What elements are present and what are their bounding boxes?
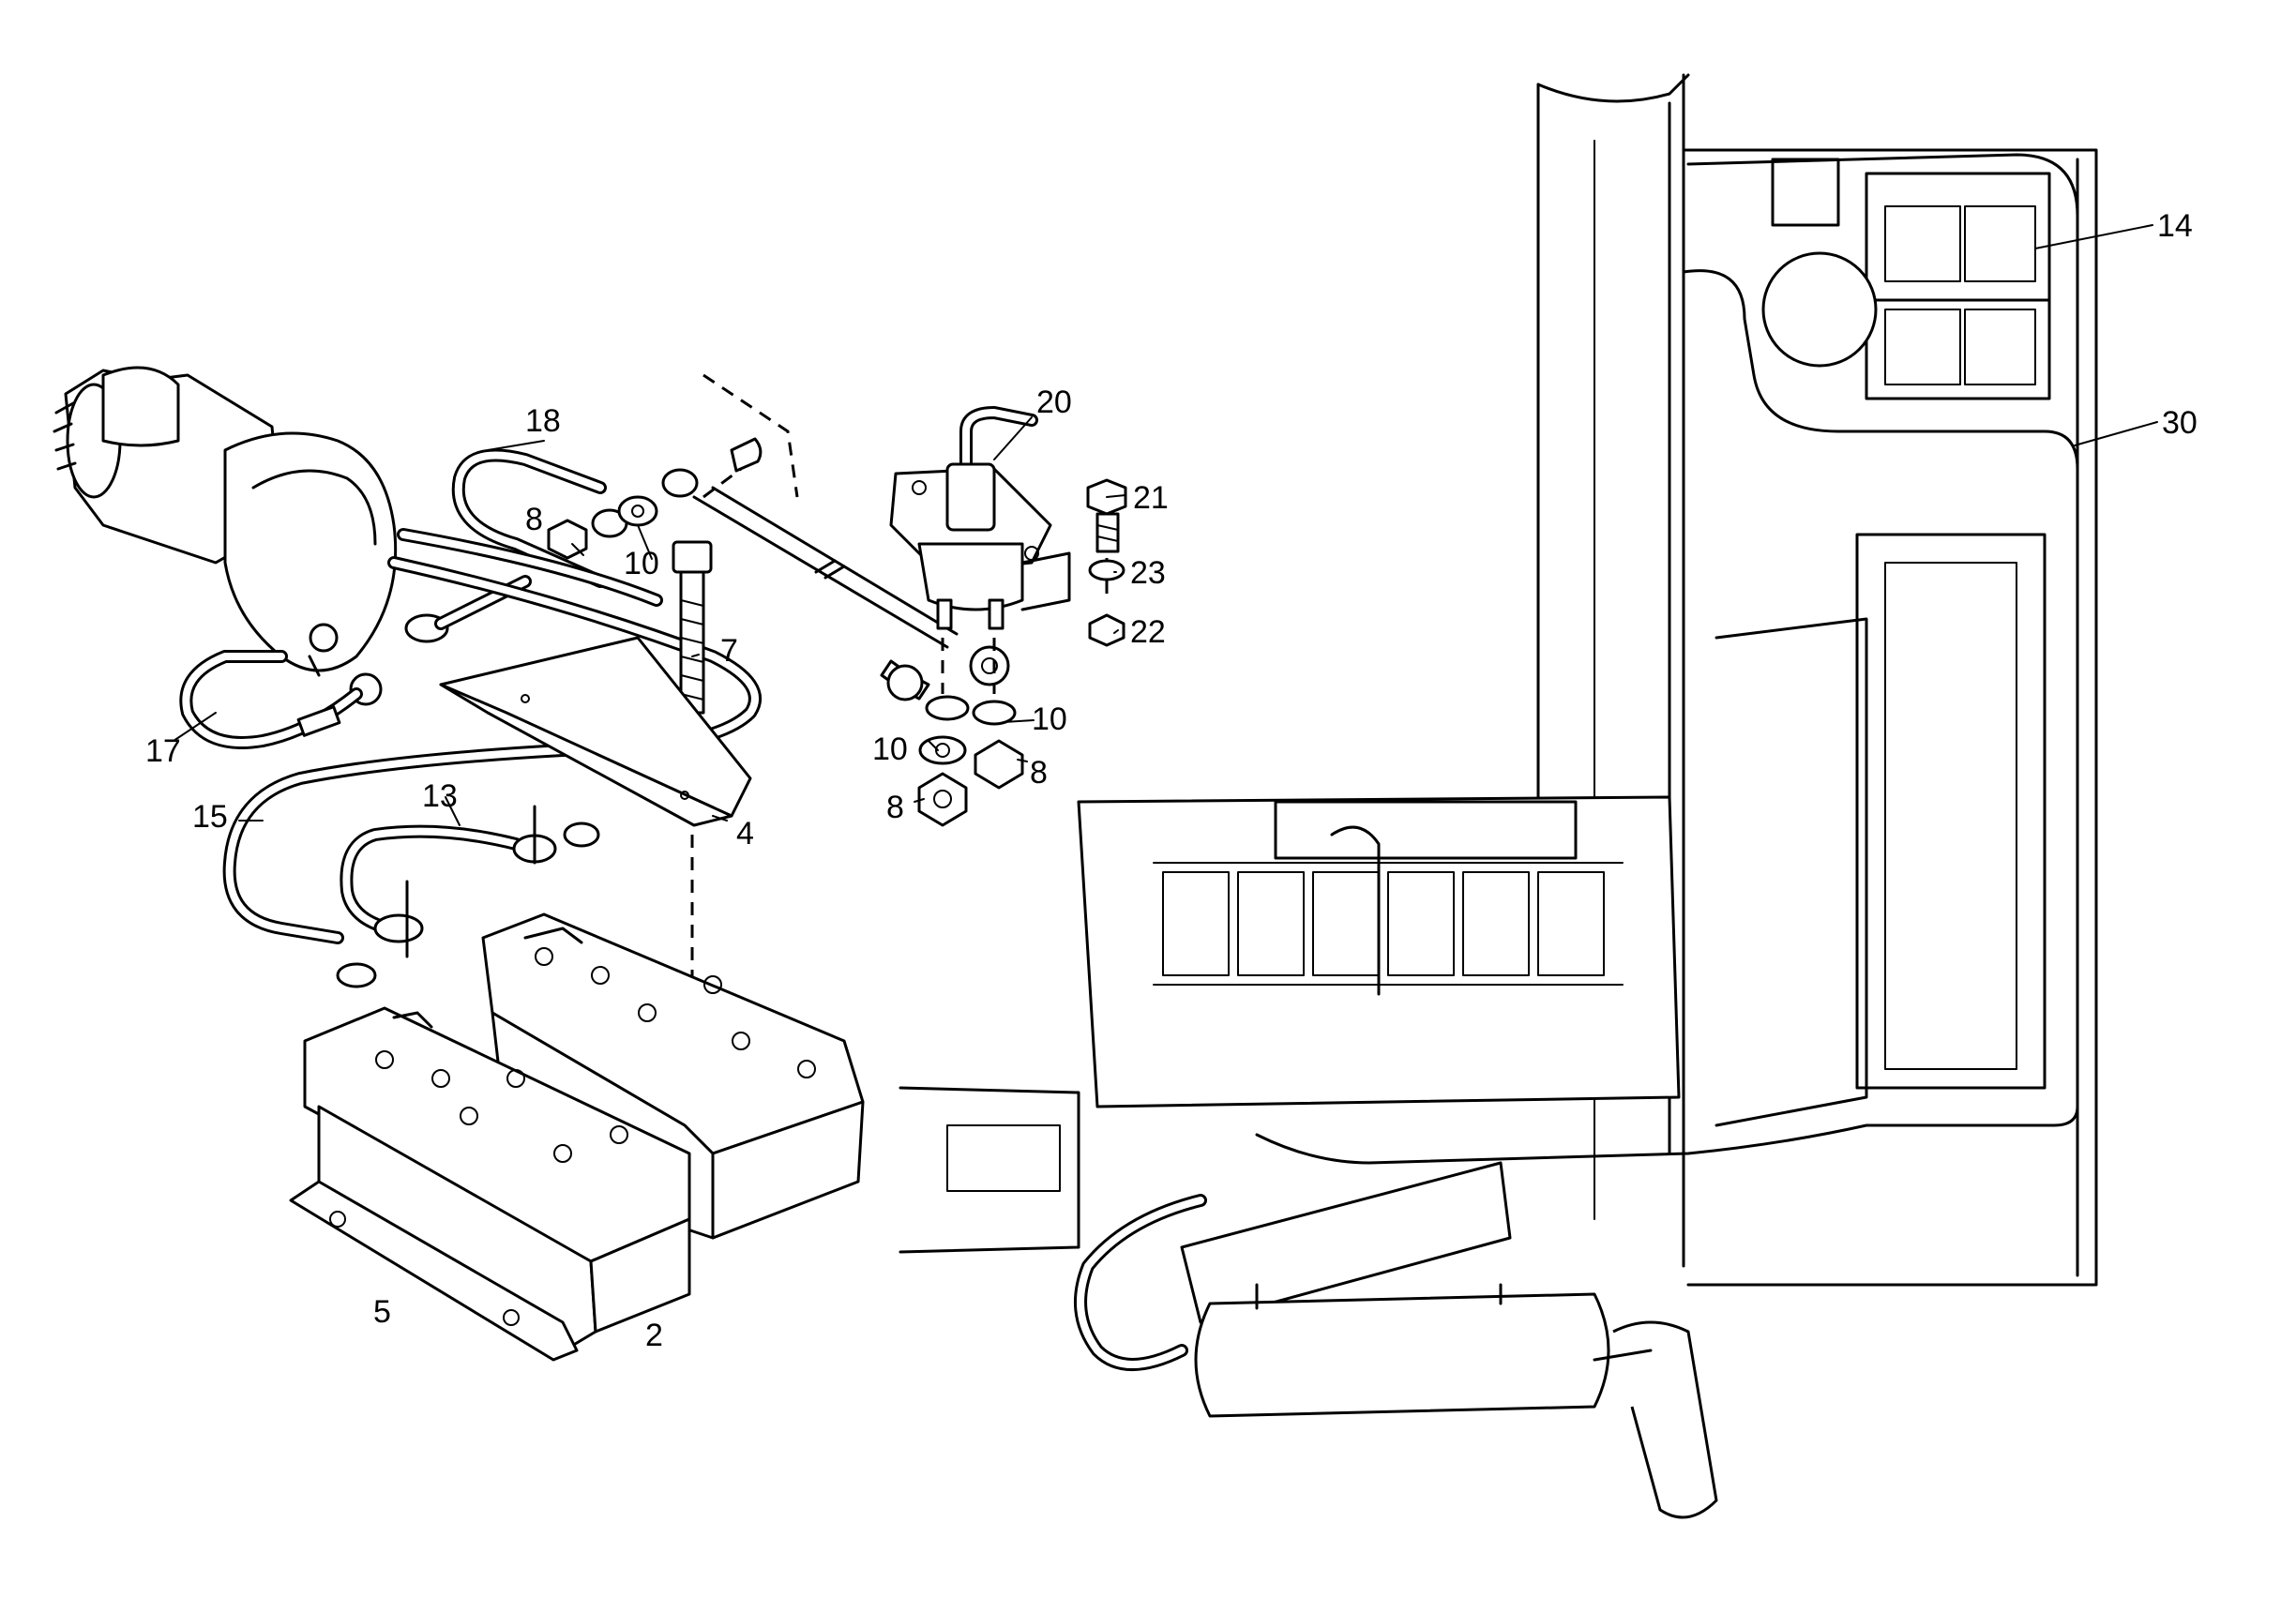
callout-15: 15 [192, 799, 228, 835]
vehicle-installation-view [899, 73, 2098, 1519]
washers-top [547, 437, 763, 560]
engine-block [1077, 795, 1681, 1108]
callout-10b: 10 [1032, 701, 1067, 737]
battery-front-caps [375, 1050, 628, 1163]
callouts: 2 4 5 7 8 8 8 10 10 10 13 14 15 17 18 20… [145, 208, 2198, 1353]
solenoid-20 [889, 406, 1071, 630]
callout-18: 18 [525, 403, 561, 439]
callout-20: 20 [1036, 384, 1072, 420]
callout-8b: 8 [1030, 755, 1048, 791]
bolt-21-set [1086, 478, 1127, 647]
reference-line [702, 373, 799, 498]
callout-10c: 10 [872, 731, 908, 767]
callout-22: 22 [1130, 614, 1166, 650]
battery-front [289, 1006, 691, 1362]
muffler [1194, 1283, 1610, 1418]
cable-13 [336, 805, 600, 988]
callout-2: 2 [645, 1318, 663, 1353]
cable-17 [179, 650, 363, 749]
callout-7: 7 [720, 633, 738, 669]
callout-4: 4 [736, 816, 754, 852]
cable-30 [1255, 153, 2079, 1165]
main-cable [692, 486, 1010, 701]
callout-21: 21 [1133, 480, 1169, 516]
callout-17: 17 [145, 733, 181, 769]
callout-30: 30 [2162, 405, 2198, 441]
callout-10a: 10 [624, 546, 659, 581]
callout-8c: 8 [886, 790, 904, 825]
cable-18 [404, 448, 607, 643]
callout-14: 14 [2157, 208, 2193, 244]
callout-13: 13 [422, 778, 458, 814]
callout-5: 5 [373, 1294, 391, 1330]
battery-pair-14 [1865, 172, 2051, 400]
callout-8a: 8 [525, 502, 543, 537]
leader-lines [173, 224, 2158, 826]
starter-motor [53, 366, 398, 706]
clamp-bar-4 [439, 636, 752, 827]
callout-23: 23 [1130, 555, 1166, 591]
battery-rear-caps [535, 947, 816, 1078]
